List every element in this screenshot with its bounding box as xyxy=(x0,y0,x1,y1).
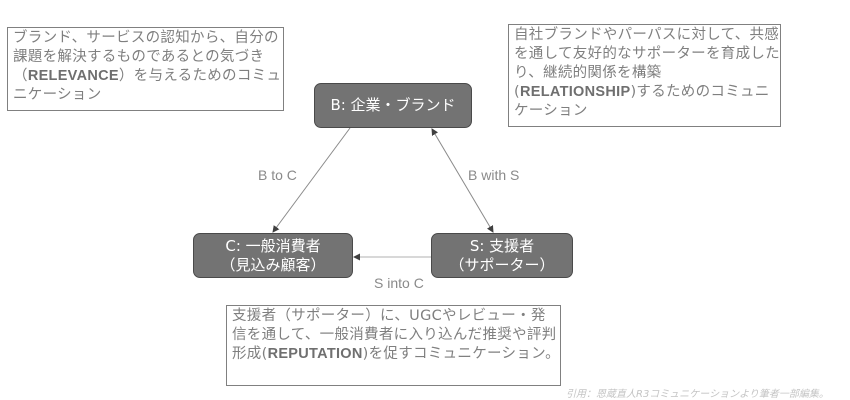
node-consumer: C: 一般消費者 （見込み顧客） xyxy=(193,233,353,278)
edge-label-b-with-s: B with S xyxy=(468,167,520,183)
note-text: )するためのコミュニケーション xyxy=(514,84,770,119)
note-text: ）を与えるためのコミュニケーション xyxy=(13,68,282,103)
arrow-b-with-s xyxy=(431,128,494,233)
note-text: 自社ブランドやパーパスに対して、共感を通して友好的なサポーターを育成したり、継続… xyxy=(514,27,780,100)
node-sublabel: （サポーター） xyxy=(449,255,555,274)
node-supporter: S: 支援者 （サポーター） xyxy=(431,233,573,278)
edge-label-b-to-c: B to C xyxy=(258,167,297,183)
note-relevance: ブランド、サービスの認知から、自分の課題を解決するものであるとの気づき（RELE… xyxy=(7,27,284,111)
note-keyword: RELATIONSHIP xyxy=(519,84,631,100)
note-keyword: REPUTATION xyxy=(267,346,363,362)
note-keyword: RELEVANCE xyxy=(27,68,119,84)
note-text: 支援者（サポーター）に、UGCやレビュー・発信を通して、一般消費者に入り込んだ推… xyxy=(232,308,557,362)
note-text: ブランド、サービスの認知から、自分の課題を解決するものであるとの気づき（ xyxy=(13,30,279,84)
node-brand: B: 企業・ブランド xyxy=(314,83,472,128)
node-label: C: 一般消費者 xyxy=(225,236,321,255)
node-label: B: 企業・ブランド xyxy=(330,96,456,114)
note-relationship: 自社ブランドやパーパスに対して、共感を通して友好的なサポーターを育成したり、継続… xyxy=(508,24,781,127)
arrow-b-to-c xyxy=(272,127,351,233)
note-text: )を促すコミュニケーション。 xyxy=(362,346,560,362)
node-sublabel: （見込み顧客） xyxy=(220,255,326,274)
edge-label-s-into-c: S into C xyxy=(374,275,424,291)
citation: 引用：恩蔵直人R3コミュニケーションより筆者一部編集。 xyxy=(566,389,829,400)
note-reputation: 支援者（サポーター）に、UGCやレビュー・発信を通して、一般消費者に入り込んだ推… xyxy=(226,305,561,386)
node-label: S: 支援者 xyxy=(469,236,535,255)
